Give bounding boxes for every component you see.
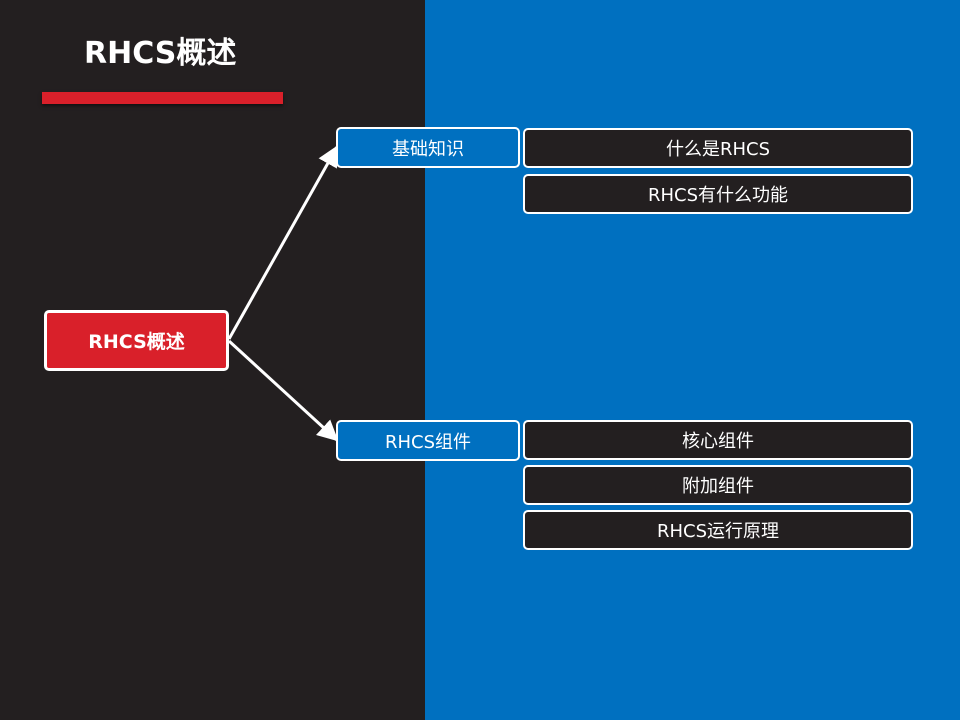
right-panel bbox=[425, 0, 960, 720]
branch-components: RHCS组件 bbox=[336, 420, 520, 461]
connector-arrow-components bbox=[227, 339, 339, 442]
branch-basics: 基础知识 bbox=[336, 127, 520, 168]
leaf-rhcs-functions: RHCS有什么功能 bbox=[523, 174, 913, 214]
leaf-additional-components: 附加组件 bbox=[523, 465, 913, 505]
leaf-what-is-rhcs: 什么是RHCS bbox=[523, 128, 913, 168]
page-title: RHCS概述 bbox=[84, 36, 237, 71]
mindmap-root-node: RHCS概述 bbox=[44, 310, 229, 371]
title-underline bbox=[42, 92, 283, 104]
connector-arrow-basics bbox=[227, 145, 339, 340]
leaf-rhcs-operating-principle: RHCS运行原理 bbox=[523, 510, 913, 550]
leaf-core-components: 核心组件 bbox=[523, 420, 913, 460]
